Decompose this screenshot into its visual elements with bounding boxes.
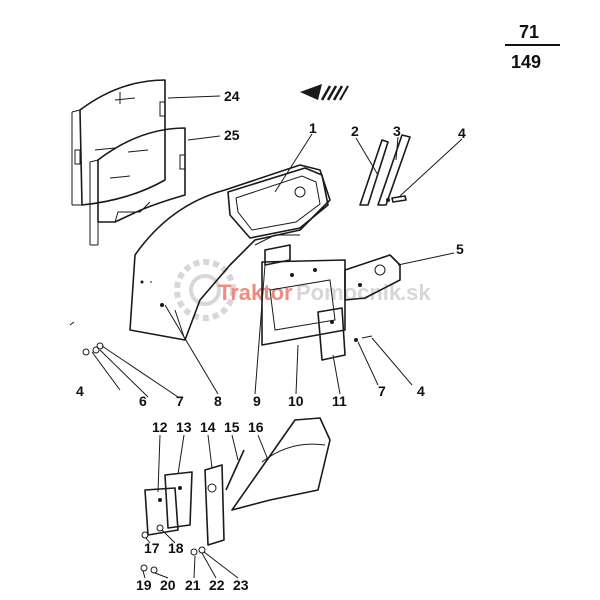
part-15-rod (225, 449, 245, 491)
label-21: 21 (185, 577, 201, 593)
label-11: 11 (332, 393, 347, 409)
label-18: 18 (168, 540, 184, 556)
part-16-deflector (231, 417, 331, 511)
label-4-left: 4 (76, 383, 84, 399)
hardware-right (354, 335, 373, 342)
watermark: Traktor Pomocnik .sk (174, 259, 431, 321)
part-13-bracket (164, 471, 193, 529)
label-12: 12 (152, 419, 168, 435)
part-2-strut (359, 139, 389, 206)
label-6: 6 (139, 393, 147, 409)
direction-arrow-icon (300, 84, 349, 101)
part-1-cowl (129, 164, 331, 341)
label-2: 2 (351, 123, 359, 139)
part-11-plate (317, 307, 346, 361)
label-20: 20 (160, 577, 176, 593)
part-5-bracket (344, 254, 401, 301)
part-24-panel (71, 79, 166, 206)
label-23: 23 (233, 577, 249, 593)
page-number-top: 71 (519, 22, 539, 42)
watermark-text-2: Pomocnik (296, 280, 402, 305)
label-14: 14 (200, 419, 216, 435)
label-3: 3 (393, 123, 401, 139)
label-16: 16 (248, 419, 264, 435)
part-25-panel (89, 127, 186, 246)
hardware-left (69, 321, 104, 356)
label-24: 24 (224, 88, 240, 104)
label-5: 5 (456, 241, 464, 257)
watermark-text-3: .sk (400, 280, 431, 305)
label-10: 10 (288, 393, 304, 409)
label-1: 1 (309, 120, 317, 136)
label-7-left: 7 (176, 393, 184, 409)
label-7-right: 7 (378, 383, 386, 399)
part-14-plate (204, 464, 225, 546)
part-10-plate (261, 259, 346, 346)
part-3-strut (377, 134, 411, 206)
label-8: 8 (214, 393, 222, 409)
label-25: 25 (224, 127, 240, 143)
part-9-bracket (254, 234, 300, 266)
leader-lines (91, 95, 463, 579)
label-13: 13 (176, 419, 192, 435)
label-22: 22 (209, 577, 225, 593)
label-17: 17 (144, 540, 160, 556)
page-number-bottom: 149 (511, 52, 541, 72)
watermark-text-1: Traktor (218, 280, 293, 305)
part-4-bolt-top (386, 195, 407, 203)
label-9: 9 (253, 393, 261, 409)
label-4-right: 4 (417, 383, 425, 399)
label-15: 15 (224, 419, 240, 435)
label-4-top: 4 (458, 125, 466, 141)
label-19: 19 (136, 577, 152, 593)
